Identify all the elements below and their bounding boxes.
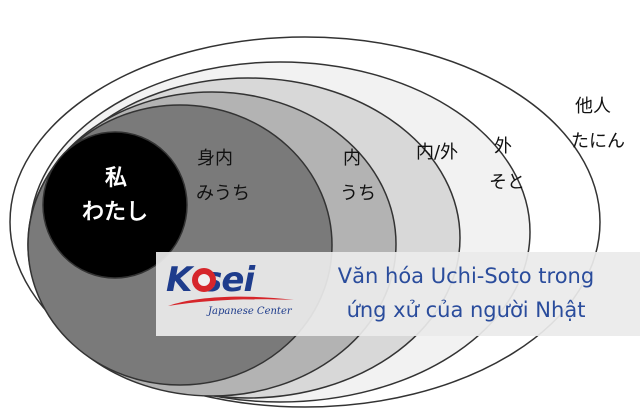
- label-soto-kana: そと: [489, 172, 525, 193]
- label-watashi-kana: わたし: [82, 200, 149, 225]
- label-miuchi-kanji: 身内: [197, 148, 233, 169]
- circle-self-watashi: [42, 131, 188, 279]
- label-tanin-kana: たにん: [571, 131, 625, 152]
- banner-title-line1: Văn hóa Uchi-Soto trong: [337, 264, 595, 288]
- label-uchi-kana: うち: [340, 183, 376, 204]
- kosei-logo: K sei Japanese Center: [166, 260, 296, 330]
- logo-swoosh-shape: [168, 296, 294, 306]
- label-tanin-kanji: 他人: [575, 96, 611, 117]
- label-watashi-kanji: 私: [105, 166, 128, 191]
- label-uchi-soto: 内/外: [416, 142, 459, 163]
- label-soto-kanji: 外: [494, 136, 512, 157]
- title-banner: K sei Japanese Center Văn hóa Uchi-Soto …: [156, 252, 640, 336]
- label-miuchi-kana: みうち: [196, 183, 250, 204]
- label-uchi-kanji: 内: [343, 148, 361, 169]
- logo-o-ring: [192, 268, 216, 292]
- banner-title-line2: ứng xử của người Nhật: [346, 298, 586, 322]
- logo-subtitle: Japanese Center: [208, 306, 292, 317]
